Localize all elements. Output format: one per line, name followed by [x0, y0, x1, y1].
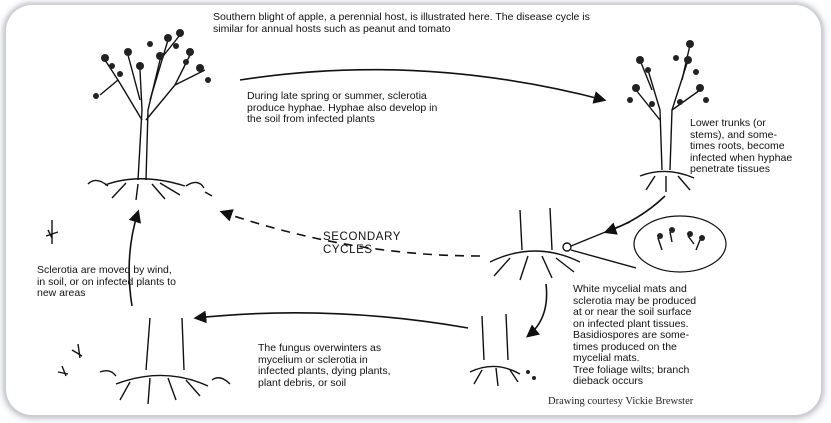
secondary-cycles-label: SECONDARY CYCLES: [323, 231, 401, 257]
step-overwinters-text: The fungus overwinters as mycelium or sc…: [258, 343, 448, 389]
step-late-spring-text: During late spring or summer, sclerotia …: [247, 91, 537, 126]
infected-trunk-illustration: [490, 208, 726, 280]
diagram-title: Southern blight of apple, a perennial ho…: [213, 12, 773, 35]
healthy-tree-illustration: [46, 29, 212, 244]
step-white-mats-text: White mycelial mats and sclerotia may be…: [573, 284, 743, 388]
diseased-trunk-illustration: [470, 314, 536, 386]
arrow-to-dieback: [528, 284, 547, 336]
drawing-credit: Drawing courtesy Vickie Brewster: [548, 396, 693, 407]
overwintering-debris-illustration: [58, 318, 230, 404]
step-sclerotia-moved-text: Sclerotia are moved by wind, in soil, or…: [37, 265, 247, 300]
arrow-to-overwinter: [196, 313, 468, 328]
arrow-to-mycelial-mats: [606, 196, 665, 232]
step-lower-trunks-text: Lower trunks (or stems), and some- times…: [690, 118, 820, 176]
